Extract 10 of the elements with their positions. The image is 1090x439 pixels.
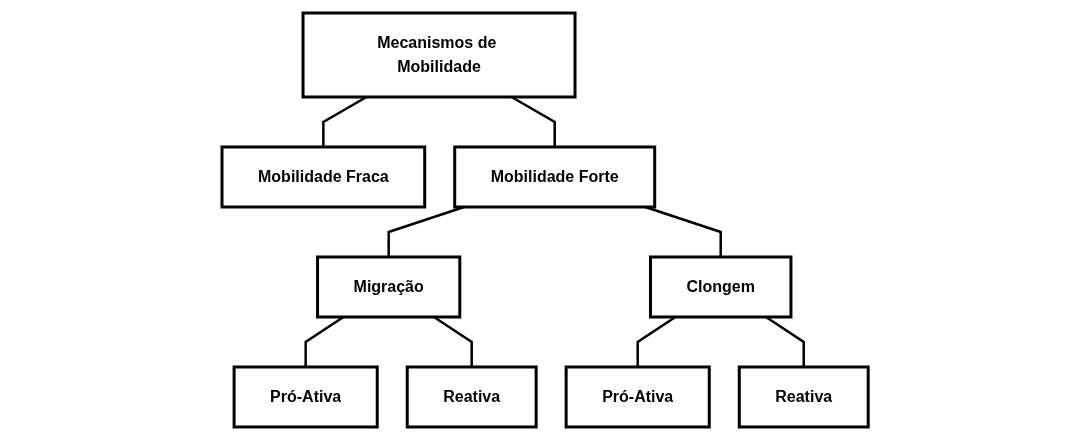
node-box: Pró-Ativa bbox=[564, 365, 711, 428]
node-box: Pró-Ativa bbox=[232, 365, 379, 428]
node-box: Clongem bbox=[648, 255, 793, 318]
node-box: Mobilidade Forte bbox=[453, 145, 657, 208]
node-box: Mecanismos de Mobilidade bbox=[301, 11, 577, 98]
connector bbox=[644, 205, 722, 257]
node-box: Reativa bbox=[737, 365, 870, 428]
node-box: Reativa bbox=[405, 365, 538, 428]
node-box: Migração bbox=[315, 255, 462, 318]
node-box: Mobilidade Fraca bbox=[220, 145, 427, 208]
